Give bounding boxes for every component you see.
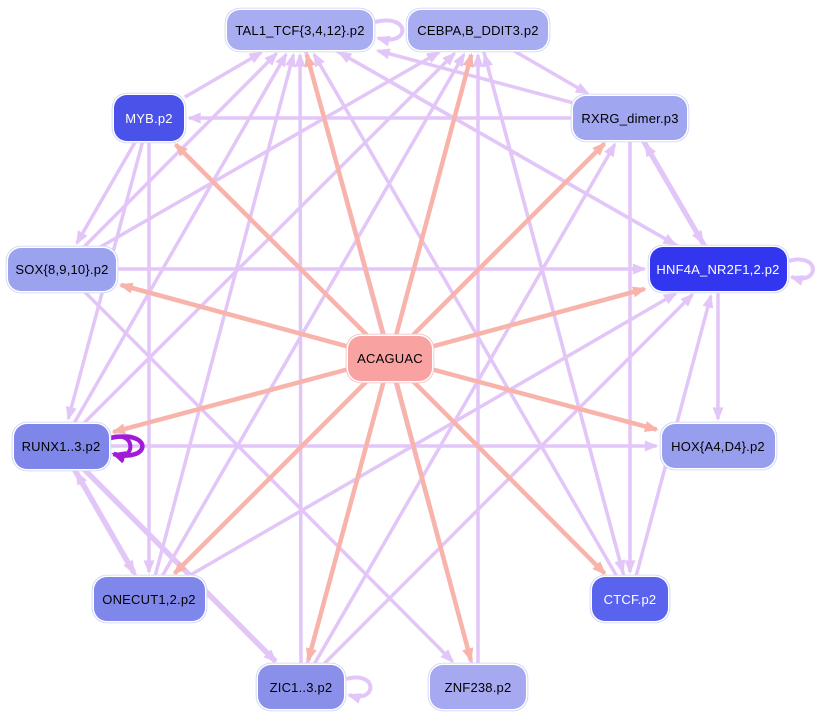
edge-ACAGUAC-to-HNF4A [432,286,647,349]
edge-ONECUT-to-HNF4A [186,291,678,579]
edge-TAL1-to-TAL1 [374,18,405,47]
node-label: CTCF.p2 [603,591,657,607]
edge-HNF4A-to-HNF4A [787,257,815,286]
node-onecut[interactable]: ONECUT1,2.p2 [93,577,205,621]
edge-RUNX-to-TAL1 [72,52,288,424]
node-label: RXRG_dimer.p3 [581,110,679,126]
node-hnf4a-nr2f[interactable]: HNF4A_NR2F1,2.p2 [649,247,787,291]
edge-ACAGUAC-to-ZIC [305,380,386,663]
node-runx[interactable]: RUNX1..3.p2 [13,423,109,469]
edge-MYB-to-TAL1 [183,51,264,99]
node-acaguac-motif[interactable]: ACAGUAC [348,335,432,381]
node-label: TAL1_TCF{3,4,12}.p2 [235,22,365,38]
edge-SOX-to-ZNF238 [82,289,455,663]
edge-HNF4A-to-RXRG [643,142,707,248]
node-label: ZIC1..3.p2 [269,679,333,695]
edge-CTCF-to-TAL1 [312,52,619,578]
edge-ZIC-to-ZIC [345,675,373,704]
node-label: HNF4A_NR2F1,2.p2 [656,261,780,277]
node-label: ZNF238.p2 [444,679,512,695]
node-hox[interactable]: HOX{A4,D4}.p2 [661,424,775,468]
edge-CEBPA-to-RXRG [512,48,590,96]
edge-ONECUT-to-RUNX [74,471,138,578]
node-znf238[interactable]: ZNF238.p2 [430,665,526,709]
edge-ACAGUAC-to-TAL1 [304,52,386,336]
node-label: SOX{8,9,10}.p2 [15,261,109,277]
node-label: MYB.p2 [125,110,173,126]
edge-ZIC-to-RXRG [312,142,617,666]
edge-ACAGUAC-to-SOX [118,282,348,349]
node-myb[interactable]: MYB.p2 [114,95,184,141]
edge-ACAGUAC-to-CTCF [411,379,607,576]
node-zic[interactable]: ZIC1..3.p2 [258,665,344,709]
node-label: RUNX1..3.p2 [21,438,101,454]
edge-ACAGUAC-to-ONECUT [172,379,369,576]
edge-RUNX-to-RUNX [109,434,133,464]
node-label: ONECUT1,2.p2 [102,591,196,607]
node-rxrg-dimer[interactable]: RXRG_dimer.p3 [573,96,687,140]
node-tal1-tcf[interactable]: TAL1_TCF{3,4,12}.p2 [227,10,373,50]
edge-MYB-to-SOX [75,140,137,245]
edge-ACAGUAC-to-HOX [432,367,659,432]
edge-ACAGUAC-to-MYB [174,142,369,337]
edge-ONECUT-to-TAL1 [153,52,296,577]
edge-ACAGUAC-to-RXRG [411,141,607,337]
edge-ACAGUAC-to-RUNX [111,367,348,435]
edge-TAL1-to-HNF4A [334,48,677,247]
edge-ACAGUAC-to-ZNF238 [394,380,474,663]
edge-ZIC-to-TAL1 [294,52,306,665]
edge-RXRG-to-TAL1 [375,48,573,105]
node-label: HOX{A4,D4}.p2 [671,438,765,454]
node-ctcf[interactable]: CTCF.p2 [592,577,668,621]
node-cebpa-ddit3[interactable]: CEBPA,B_DDIT3.p2 [408,10,548,50]
edge-ACAGUAC-to-CEBPA [394,52,474,336]
edge-ONECUT-to-CEBPA [160,52,466,578]
node-label: ACAGUAC [357,350,423,366]
node-sox[interactable]: SOX{8,9,10}.p2 [8,247,116,291]
node-label: CEBPA,B_DDIT3.p2 [417,22,539,38]
